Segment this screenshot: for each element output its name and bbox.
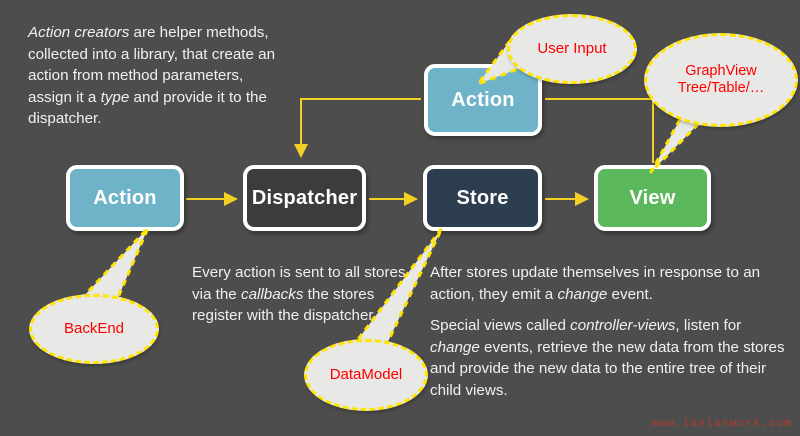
node-store[interactable]: Store bbox=[423, 165, 542, 231]
callout-back-end-label: BackEnd bbox=[63, 320, 125, 338]
callout-data-model-label: DataModel bbox=[329, 366, 403, 384]
node-action-left[interactable]: Action bbox=[66, 165, 184, 231]
callout-data-model[interactable]: DataModel bbox=[304, 339, 428, 411]
paragraph-every-action: Every action is sent to all stores via t… bbox=[192, 264, 406, 325]
paragraph-action-creators: Action creators are helper methods, coll… bbox=[28, 24, 276, 128]
callout-user-input-label: User Input bbox=[537, 40, 607, 58]
node-store-label: Store bbox=[456, 186, 509, 209]
callout-back-end[interactable]: BackEnd bbox=[29, 294, 159, 364]
callout-user-input[interactable]: User Input bbox=[507, 14, 637, 84]
node-dispatcher[interactable]: Dispatcher bbox=[243, 165, 366, 231]
node-action-left-label: Action bbox=[93, 186, 157, 209]
node-view-label: View bbox=[629, 186, 676, 209]
paragraph-after-stores: After stores update themselves in respon… bbox=[430, 264, 761, 303]
edge-action-to-dispatcher-top bbox=[294, 98, 421, 158]
tail-data-model bbox=[354, 226, 444, 352]
watermark: www.lanlanwork.com bbox=[651, 418, 792, 430]
node-action-top[interactable]: Action bbox=[424, 64, 542, 136]
callout-graph-view-label: GraphView Tree/Table/… bbox=[677, 63, 765, 96]
node-view[interactable]: View bbox=[594, 165, 711, 231]
paragraph-controller-views: Special views called controller-views, l… bbox=[430, 317, 785, 399]
callout-graph-view[interactable]: GraphView Tree/Table/… bbox=[644, 33, 798, 127]
node-action-top-label: Action bbox=[451, 88, 515, 111]
node-dispatcher-label: Dispatcher bbox=[251, 186, 358, 209]
